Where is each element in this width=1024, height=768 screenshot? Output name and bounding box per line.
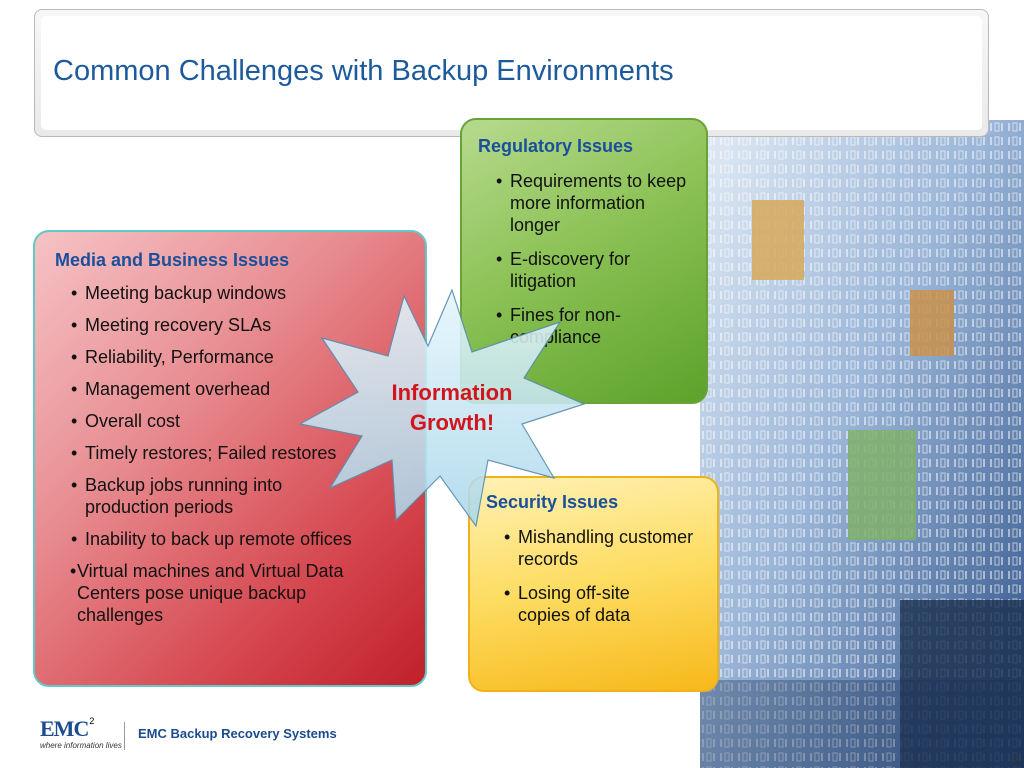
title-panel: Common Challenges with Backup Environmen… — [34, 9, 989, 137]
security-box-list: Mishandling customer records Losing off-… — [504, 526, 708, 638]
page-number: 4 — [1013, 754, 1020, 766]
list-item: Management overhead — [71, 378, 425, 400]
slide-title: Common Challenges with Backup Environmen… — [53, 55, 674, 87]
starburst-shape — [298, 288, 586, 528]
list-item: Overall cost — [71, 410, 425, 432]
list-item: Mishandling customer records — [504, 526, 708, 570]
burst-line-1: Information — [391, 380, 513, 405]
burst-line-2: Growth! — [409, 410, 495, 435]
list-item: Losing off-site copies of data — [504, 582, 668, 626]
list-item: Virtual machines and Virtual Data Center… — [70, 560, 367, 626]
data-wall-image — [700, 120, 1024, 768]
footer-product-name: EMC Backup Recovery Systems — [138, 726, 337, 741]
list-item: Inability to back up remote offices — [71, 528, 355, 550]
tile-people — [900, 600, 1024, 768]
emc-tagline: where information lives — [40, 741, 122, 750]
list-item: Requirements to keep more information lo… — [496, 170, 700, 236]
list-item: E-discovery for litigation — [496, 248, 670, 292]
tile-coins — [910, 290, 954, 356]
security-issues-box: Security Issues Mishandling customer rec… — [468, 476, 719, 692]
security-box-heading: Security Issues — [486, 492, 619, 512]
list-item: Meeting backup windows — [71, 282, 425, 304]
list-item: Meeting recovery SLAs — [71, 314, 425, 336]
regulatory-box-heading: Regulatory Issues — [478, 136, 634, 156]
information-growth-starburst: Information Growth! — [292, 282, 592, 532]
tile-globe — [848, 430, 916, 540]
regulatory-box-list: Requirements to keep more information lo… — [496, 170, 700, 360]
tile-pen — [752, 200, 804, 280]
list-item: Timely restores; Failed restores — [71, 442, 425, 464]
list-item: Reliability, Performance — [71, 346, 425, 368]
list-item: Backup jobs running into production peri… — [71, 474, 335, 518]
emc-logo: EMC2 where information lives — [40, 716, 122, 750]
media-box-heading: Media and Business Issues — [55, 250, 290, 270]
footer-divider — [124, 722, 125, 750]
media-box-list: Meeting backup windows Meeting recovery … — [70, 282, 425, 636]
